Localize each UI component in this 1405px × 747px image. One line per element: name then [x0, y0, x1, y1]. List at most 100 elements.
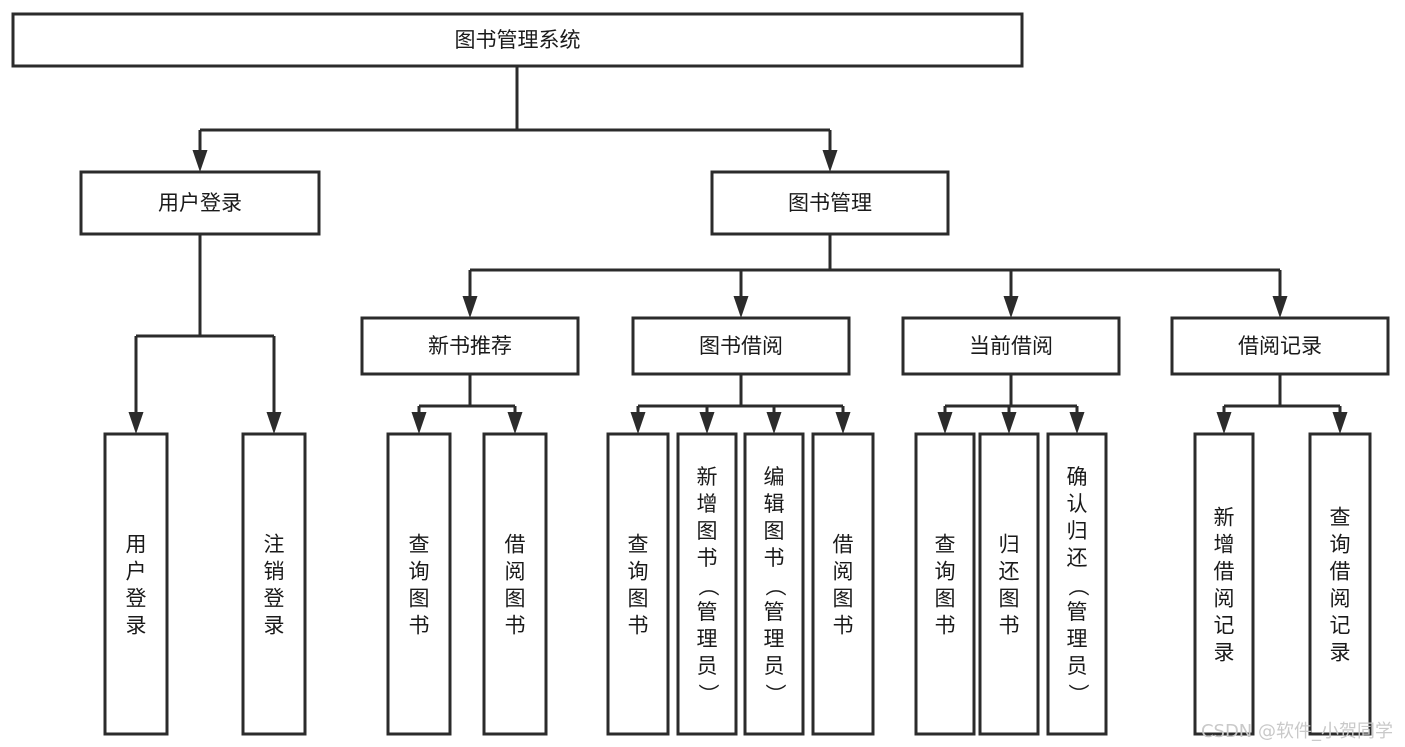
node-label-char: 认: [1067, 492, 1088, 516]
node-new-book-recommend[interactable]: 新书推荐: [360, 316, 580, 376]
node-label-char: 查: [409, 533, 430, 557]
node-box-level2[interactable]: [79, 170, 321, 236]
node-box-level3[interactable]: [1170, 316, 1390, 376]
node-box-leaf[interactable]: [606, 432, 670, 736]
arrow-head-icon: [1001, 412, 1017, 434]
arrow-head-icon: [266, 412, 282, 434]
node-label-char: 编: [764, 465, 785, 489]
node-label-char: 查: [1330, 506, 1351, 530]
node-box-leaf[interactable]: [241, 432, 307, 736]
node-box-leaf[interactable]: [914, 432, 976, 736]
node-label-char: 员: [764, 654, 785, 678]
node-label-char: 录: [1214, 641, 1235, 665]
arrow-head-icon: [411, 412, 427, 434]
node-root[interactable]: 图书管理系统: [11, 12, 1024, 68]
node-label-char: 还: [999, 560, 1020, 584]
node-label-char: 户: [126, 560, 147, 584]
node-box-leaf[interactable]: [1308, 432, 1372, 736]
node-label-char: 用: [126, 533, 147, 557]
node-box-leaf[interactable]: [743, 432, 805, 736]
node-label-char: 新: [697, 465, 718, 489]
node-label-char: 图: [833, 587, 854, 611]
node-label-char: 管: [697, 600, 718, 624]
node-label-char: （: [763, 576, 787, 597]
arrow-head-icon: [835, 412, 851, 434]
node-label-char: 书: [409, 614, 430, 638]
node-box-leaf[interactable]: [1193, 432, 1255, 736]
connector-book-manage-fan: [462, 234, 1288, 318]
node-box-leaf[interactable]: [676, 432, 738, 736]
node-label-char: 阅: [1330, 587, 1351, 611]
node-label-char: 图: [999, 587, 1020, 611]
node-borrow-record[interactable]: 借阅记录: [1170, 316, 1390, 376]
node-layer: 图书管理系统用户登录图书管理新书推荐图书借阅当前借阅借阅记录用户登录注销登录查询…: [11, 12, 1390, 736]
node-label-char: （: [696, 576, 720, 597]
node-label-char: 员: [697, 654, 718, 678]
arrow-head-icon: [1272, 296, 1288, 318]
node-label-char: 录: [264, 614, 285, 638]
node-box-leaf[interactable]: [978, 432, 1040, 736]
node-label-char: 阅: [505, 560, 526, 584]
node-label-char: 理: [1067, 627, 1088, 651]
arrow-head-icon: [630, 412, 646, 434]
node-box-level3[interactable]: [631, 316, 851, 376]
node-box-leaf[interactable]: [386, 432, 452, 736]
node-current-borrow[interactable]: 当前借阅: [901, 316, 1121, 376]
node-label-char: 录: [126, 614, 147, 638]
node-label-char: 借: [833, 533, 854, 557]
node-label-char: 图: [697, 519, 718, 543]
node-label-char: 询: [1330, 533, 1351, 557]
node-user-login[interactable]: 用户登录: [79, 170, 321, 236]
node-book-borrow[interactable]: 图书借阅: [631, 316, 851, 376]
node-box-root[interactable]: [11, 12, 1024, 68]
node-box-leaf[interactable]: [103, 432, 169, 736]
node-label-char: 辑: [764, 492, 785, 516]
node-label-char: 阅: [1214, 587, 1235, 611]
node-label-char: 书: [999, 614, 1020, 638]
node-label: 图书借阅: [699, 334, 783, 358]
arrow-head-icon: [699, 412, 715, 434]
node-box-leaf[interactable]: [811, 432, 875, 736]
csdn-watermark: CSDN @软件_小贺同学: [1200, 721, 1393, 742]
node-box-level3[interactable]: [360, 316, 580, 376]
connector-borrow-record-fan: [1216, 374, 1348, 434]
node-label-char: 记: [1330, 614, 1351, 638]
node-label-char: ）: [696, 684, 720, 705]
node-box-leaf[interactable]: [482, 432, 548, 736]
arrow-head-icon: [128, 412, 144, 434]
arrow-head-icon: [1216, 412, 1232, 434]
node-box-leaf[interactable]: [1046, 432, 1108, 736]
node-label-char: 查: [935, 533, 956, 557]
node-label-char: 归: [1067, 519, 1088, 543]
node-label-char: 书: [935, 614, 956, 638]
node-box-level2[interactable]: [710, 170, 950, 236]
connector-new-book-recommend-fan: [411, 374, 523, 434]
node-label-char: 图: [628, 587, 649, 611]
node-box-level3[interactable]: [901, 316, 1121, 376]
node-label-char: 增: [697, 492, 718, 516]
node-leaf-user-login[interactable]: 用户登录: [103, 432, 169, 736]
node-label-char: 询: [935, 560, 956, 584]
connector-user-login-fan: [128, 234, 282, 434]
node-label: 借阅记录: [1238, 334, 1322, 358]
connector-book-borrow-fan: [630, 374, 851, 434]
node-book-manage[interactable]: 图书管理: [710, 170, 950, 236]
connector-layer: [128, 66, 1348, 434]
node-label-char: ）: [763, 684, 787, 705]
node-label-char: 查: [628, 533, 649, 557]
node-label-char: 书: [764, 546, 785, 570]
connector-current-borrow-fan: [937, 374, 1085, 434]
